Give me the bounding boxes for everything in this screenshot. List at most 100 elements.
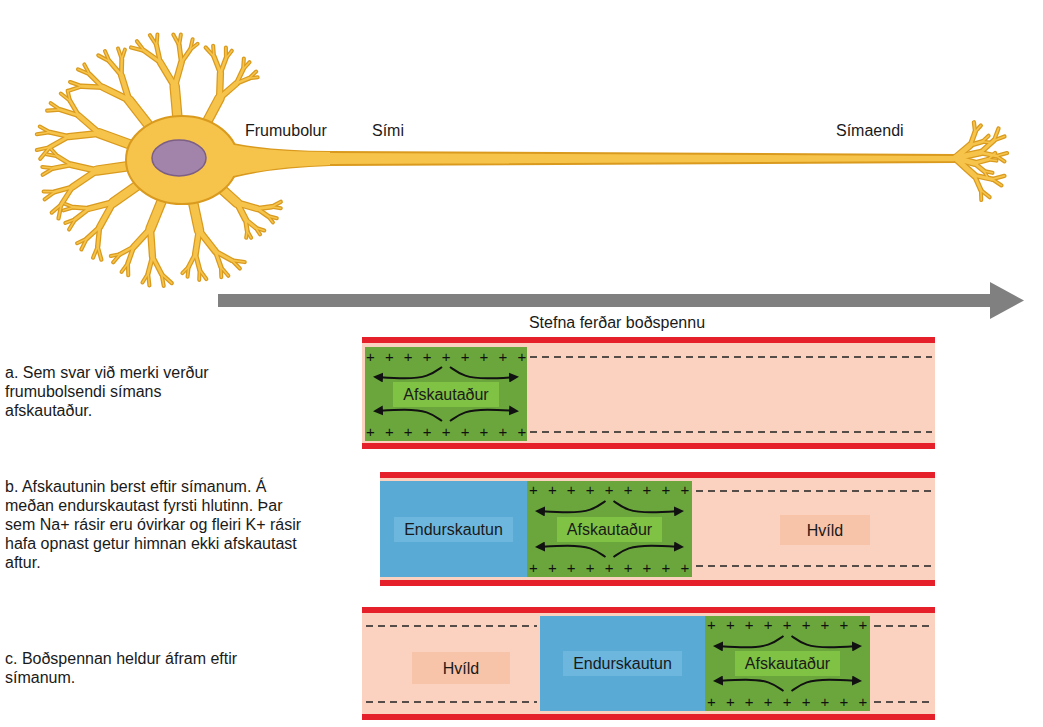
- current-arrow: [614, 546, 683, 557]
- region-label: Afskautaður: [557, 517, 662, 542]
- dendrite: [71, 165, 96, 171]
- dendrite: [51, 103, 61, 110]
- dendrite: [152, 257, 161, 274]
- dendrite: [120, 59, 123, 75]
- dendrite: [189, 254, 196, 267]
- dendrite: [44, 191, 55, 193]
- dendrite: [55, 187, 73, 192]
- dendrite: [75, 209, 89, 220]
- nucleus: [152, 140, 206, 176]
- dendrite: [190, 44, 197, 50]
- dendrite: [122, 50, 125, 59]
- dendrite: [84, 64, 89, 74]
- region-label: Endurskautun: [563, 651, 682, 676]
- arrow-head: [990, 282, 1024, 319]
- dendrite: [89, 202, 113, 208]
- dendrite: [257, 207, 272, 209]
- dendrite: [118, 48, 122, 59]
- dendrite: [111, 254, 120, 256]
- dendrite: [974, 175, 981, 190]
- repolarization-region: Endurskautun: [540, 616, 705, 711]
- dendrite: [142, 273, 148, 282]
- dendrite: [249, 77, 258, 79]
- repolarization-region: Endurskautun: [380, 481, 527, 577]
- dendrite: [72, 171, 96, 187]
- dendrite: [212, 46, 214, 57]
- dendrite: [37, 147, 50, 150]
- membrane-line: [362, 714, 935, 720]
- membrane-line: [362, 443, 935, 449]
- current-arrow: [375, 367, 442, 378]
- dendrite: [79, 115, 100, 133]
- neuron-illustration: [37, 35, 1007, 286]
- dendrite: [195, 230, 199, 253]
- dendrite: [42, 167, 53, 168]
- dendrite: [50, 137, 69, 148]
- dendrite: [79, 115, 100, 133]
- axon: [215, 140, 955, 182]
- dendrite: [69, 133, 100, 136]
- dendrite: [974, 122, 975, 132]
- dendrite: [179, 45, 181, 62]
- part-name: Sími: [372, 121, 432, 140]
- dendrite: [980, 190, 982, 200]
- dendrite: [975, 125, 981, 131]
- dendrite: [992, 176, 1004, 179]
- dendrite: [148, 257, 152, 274]
- dendrite: [199, 230, 215, 251]
- dendrite: [173, 35, 179, 46]
- membrane-band: [362, 607, 935, 720]
- dendrite: [232, 260, 240, 268]
- part-name: Símaendi: [836, 121, 926, 140]
- negative-charge-row: [530, 356, 932, 357]
- charge-row: + + + + + + + + +: [707, 617, 868, 633]
- dendrite: [43, 168, 54, 175]
- dendrite: [974, 160, 988, 164]
- dendrite: [70, 82, 82, 86]
- dendrite: [970, 142, 982, 145]
- dendrite: [87, 227, 100, 239]
- dendrite: [974, 163, 984, 171]
- region-label: Afskautaður: [735, 651, 840, 676]
- dendrite: [980, 140, 994, 152]
- negative-charge-row: [530, 431, 932, 432]
- dendrite: [974, 122, 975, 132]
- charge-row: + + + + + + + + +: [366, 424, 526, 440]
- dendrite: [220, 267, 222, 277]
- dendrite: [65, 219, 75, 223]
- dendrite: [68, 91, 70, 101]
- dendrite: [221, 267, 228, 276]
- dendrite: [198, 270, 200, 280]
- dendrite: [179, 35, 181, 46]
- dendrite: [215, 251, 220, 267]
- current-arrow: [450, 410, 517, 421]
- membrane-line: [380, 472, 935, 478]
- step-text: a. Sem svar við merki verður frumubolsen…: [5, 363, 220, 420]
- dendrite: [220, 58, 226, 73]
- axon-hillock: [215, 141, 330, 181]
- dendrite: [157, 45, 161, 62]
- dendrite: [150, 35, 157, 45]
- dendrite: [93, 246, 98, 257]
- rest-box: Hvíld: [412, 652, 510, 684]
- dendrite: [974, 160, 988, 164]
- dendrite: [65, 204, 74, 207]
- dendrite: [226, 51, 232, 59]
- current-arrow: [614, 501, 683, 512]
- dendrite: [179, 45, 181, 62]
- dendrite: [93, 246, 98, 257]
- dendrite: [156, 35, 158, 46]
- membrane-band: [380, 472, 935, 586]
- dendrite: [200, 270, 207, 279]
- dendrite: [982, 141, 990, 143]
- step-text: b. Afskautunin berst eftir símanum. Á me…: [5, 477, 310, 572]
- dendrite: [137, 41, 144, 51]
- dendrite: [74, 207, 89, 208]
- dendrite: [122, 50, 125, 59]
- dendrite: [148, 273, 149, 285]
- dendrite: [226, 51, 232, 59]
- dendrite: [181, 50, 190, 63]
- dendrite: [37, 132, 50, 134]
- current-arrow: [375, 410, 442, 421]
- dendrite: [195, 254, 199, 270]
